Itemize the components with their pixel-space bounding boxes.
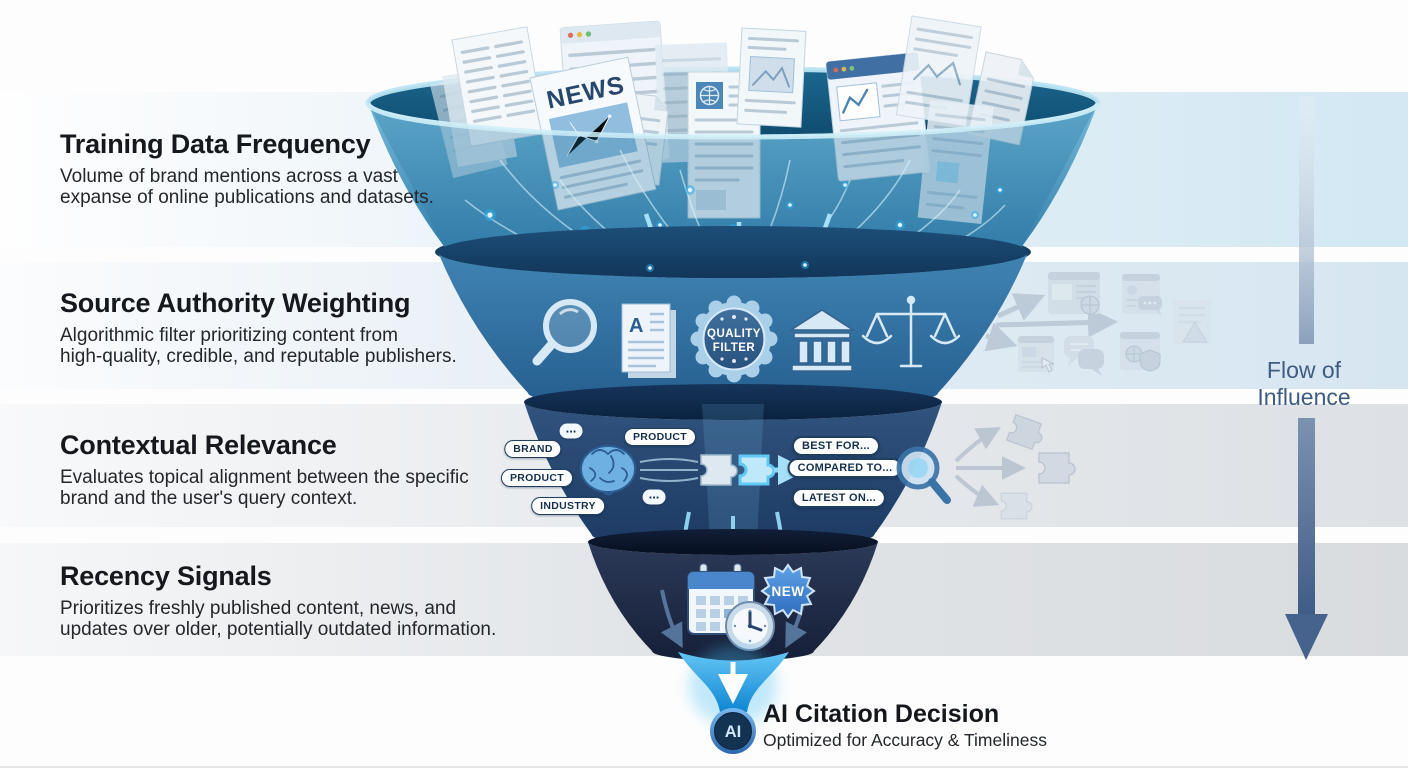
result-title: AI Citation Decision: [763, 700, 1000, 728]
puzzle-piece-glow-icon: [738, 454, 776, 486]
section-description-line: Volume of brand mentions across a vast: [60, 166, 398, 187]
funnel-tier4-recency: NEW: [588, 529, 878, 661]
ellipsis-bubble: ...: [642, 488, 666, 505]
section-description-line: Prioritizes freshly published content, n…: [60, 598, 457, 619]
browser-shield-icon: [1120, 332, 1161, 372]
bank-icon: [788, 309, 856, 372]
section-description-line: updates over older, potentially outdated…: [60, 618, 497, 640]
product-pill: PRODUCT: [500, 469, 574, 487]
section-title: Training Data Frequency: [60, 129, 371, 159]
brand-pill: BRAND: [504, 440, 562, 458]
section-description-line: brand and the user's query context.: [60, 487, 358, 509]
flow-label-line1: Flow of: [1266, 357, 1342, 383]
ai-badge-label: AI: [725, 723, 742, 741]
puzzle-piece-icon: [1038, 452, 1076, 484]
section-description-line: high-quality, credible, and reputable pu…: [60, 345, 457, 367]
section-title: Contextual Relevance: [60, 430, 337, 460]
chat-bubbles-icon: [1064, 336, 1104, 376]
brain-to-puzzle-streams: [639, 458, 699, 482]
product-top-pill: PRODUCT: [623, 428, 697, 446]
brain-icon: [580, 445, 636, 496]
article-a-icon: A: [621, 303, 676, 378]
funnel-spout: AI: [678, 646, 789, 754]
section-description-line: Evaluates topical alignment between the …: [60, 467, 469, 488]
section-training-data-frequency: Training Data Frequency Volume of brand …: [60, 129, 434, 208]
quality-filter-badge: QUALITY FILTER: [690, 295, 778, 383]
clock-icon: [725, 601, 775, 651]
new-starburst-badge: NEW: [760, 563, 816, 619]
puzzle-piece-icon: [700, 454, 738, 486]
magnifier-icon: [532, 299, 597, 366]
best-for-pill: BEST FOR...: [791, 436, 881, 456]
puzzle-piece-icon: [1005, 413, 1043, 451]
section-contextual-relevance: Contextual Relevance Evaluates topical a…: [60, 430, 469, 509]
compared-to-pill: COMPARED TO...: [787, 458, 903, 478]
badge-line2: FILTER: [713, 342, 756, 354]
industry-pill: INDUSTRY: [531, 497, 605, 515]
section-title: Recency Signals: [60, 561, 272, 591]
flow-arrowhead-icon: [1285, 614, 1328, 660]
ellipsis-bubble: ...: [559, 422, 583, 439]
ai-citation-decision: AI Citation Decision Optimized for Accur…: [763, 701, 1047, 750]
rejected-content-tier2: [984, 272, 1211, 376]
scales-icon: [861, 295, 961, 368]
latest-on-pill: LATEST ON...: [791, 488, 887, 508]
badge-line1: QUALITY: [707, 328, 761, 340]
document-icon: [442, 26, 547, 167]
browser-globe-icon: [1048, 272, 1100, 315]
glass-rim-highlight: [365, 102, 1101, 140]
section-title: Source Authority Weighting: [60, 288, 411, 318]
new-badge-label: NEW: [772, 584, 805, 599]
browser-hand-icon: [1018, 336, 1055, 373]
article-letter: A: [629, 315, 643, 337]
doc-warning-icon: [1173, 300, 1211, 344]
rejected-content-tier3: [954, 413, 1076, 520]
puzzle-piece-icon: [1000, 492, 1033, 520]
section-description-line: expanse of online publications and datas…: [60, 186, 434, 208]
section-recency-signals: Recency Signals Prioritizes freshly publ…: [60, 561, 496, 640]
funnel-tier2-authority: A QUALITY FILTER: [438, 226, 1028, 410]
section-description-line: Algorithmic filter prioritizing content …: [60, 325, 398, 346]
flow-label-line2: Influence: [1257, 384, 1351, 410]
image-article-icon: [736, 27, 807, 128]
result-subtitle: Optimized for Accuracy & Timeliness: [763, 730, 1047, 750]
flow-of-influence-label: Flow of Influence: [1257, 357, 1350, 411]
section-source-authority-weighting: Source Authority Weighting Algorithmic f…: [60, 288, 457, 367]
flow-of-influence-arrow: [1285, 96, 1328, 660]
browser-chat-icon: [1122, 274, 1162, 316]
